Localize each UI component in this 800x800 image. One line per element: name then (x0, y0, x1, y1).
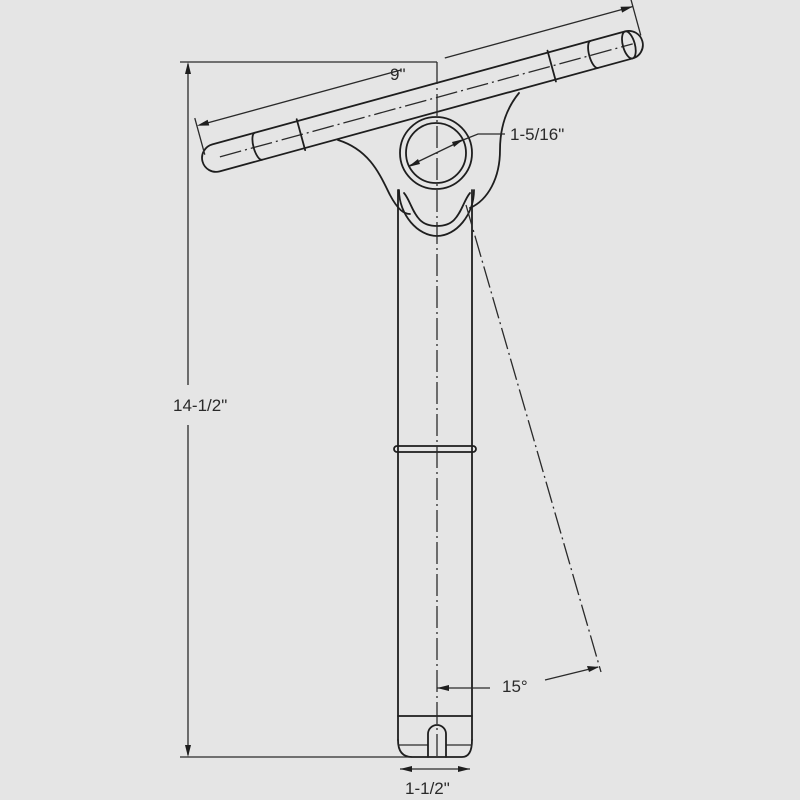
angle-label: 15° (502, 677, 528, 696)
bracket (337, 92, 520, 215)
cross-bar (194, 0, 644, 173)
width-dimension (400, 766, 470, 772)
tube-diameter-label: 1-1/2" (405, 779, 450, 798)
overall-height-dimension (180, 61, 437, 758)
angle-dimension (437, 204, 602, 691)
collar-ring (399, 116, 505, 190)
arrow-up-icon (185, 62, 191, 74)
tube-body (393, 62, 477, 760)
overall-height-label: 14-1/2" (173, 396, 228, 415)
arrow-down-icon (185, 745, 191, 757)
ring-diameter-label: 1-5/16" (510, 125, 565, 144)
bar-length-label: 9" (390, 65, 406, 84)
